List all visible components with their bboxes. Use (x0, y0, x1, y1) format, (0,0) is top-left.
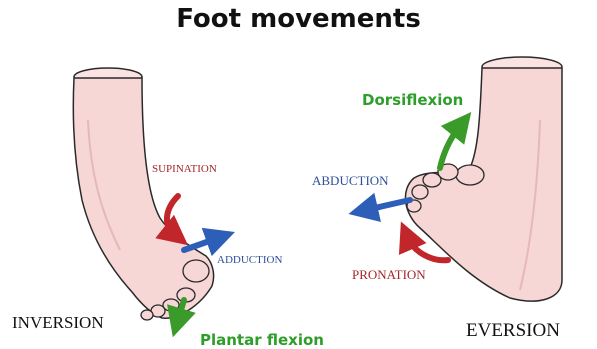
supination-label: SUPINATION (152, 163, 217, 175)
dorsiflexion-arrow (440, 126, 460, 168)
abduction-label: ABDUCTION (312, 173, 389, 189)
adduction-arrow-left (184, 238, 218, 250)
inversion-caption: INVERSION (12, 313, 104, 333)
dorsiflexion-label: Dorsiflexion (362, 91, 463, 109)
plantar-flexion-label: Plantar flexion (200, 331, 324, 349)
supination-arrow (167, 196, 178, 234)
pronation-label: PRONATION (352, 267, 426, 283)
eversion-caption: EVERSION (466, 320, 560, 342)
adduction-label: ADDUCTION (217, 254, 282, 266)
abduction-arrow (366, 200, 410, 210)
left-foot (73, 68, 218, 320)
